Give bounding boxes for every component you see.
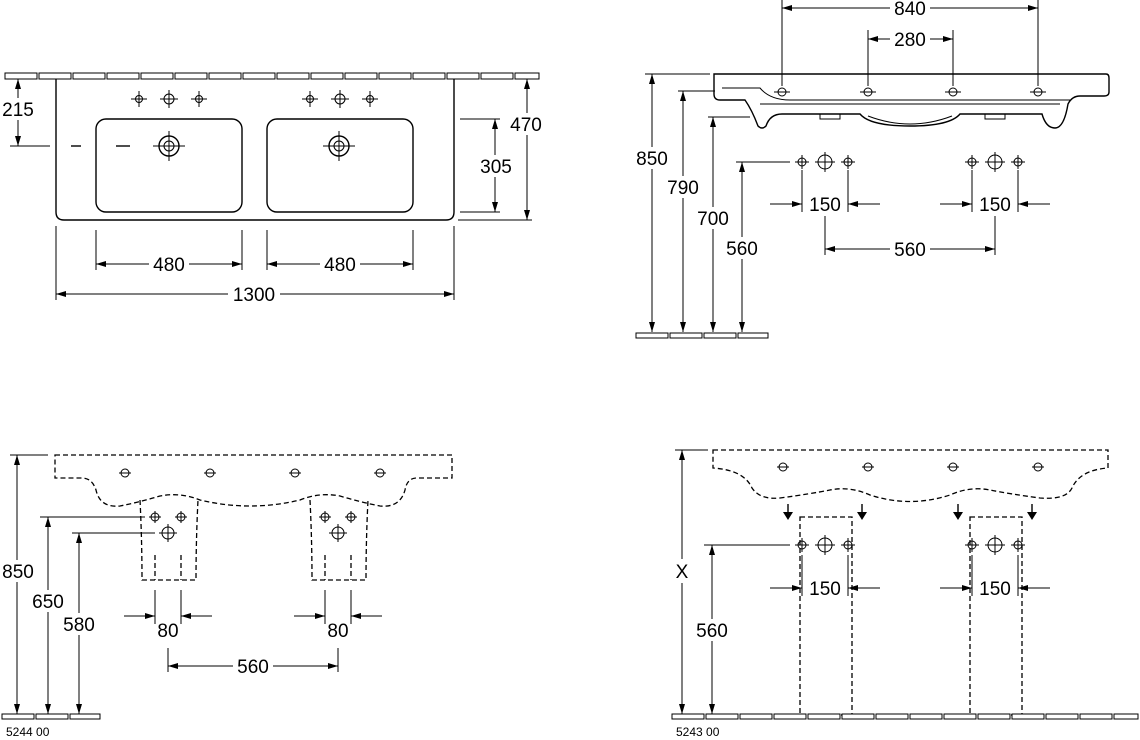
dim-150-side-right: 150 [979,195,1011,216]
dim-560-height: 560 [726,239,758,260]
side-view: 840 280 850 790 700 560 [633,0,1110,339]
connection-5243-right-icon [965,535,1025,555]
down-arrows [783,504,1037,520]
dim-150-5243-right: 150 [979,579,1011,600]
front-view-5244: 850 650 580 5244 00 80 80 [0,454,453,739]
dim-700: 700 [697,209,729,230]
product-code-5243: 5243 00 [676,725,720,739]
connection-left-icon [795,152,855,172]
dim-150-5243-left: 150 [809,579,841,600]
dim-650: 650 [32,592,64,613]
fitting-right-icon [319,511,357,542]
dim-280: 280 [894,30,926,51]
washbasin-outline [55,79,455,221]
dim-560-5244: 560 [237,657,269,678]
left-bowl [95,118,243,213]
dim-850-5244: 850 [2,562,34,583]
dim-850-side: 850 [636,149,668,170]
dim-480-left: 480 [153,255,185,276]
wall-tiles [4,72,540,80]
dim-x: X [676,562,689,583]
tap-holes-right-icon [302,90,378,108]
right-drain-icon [323,131,355,161]
tap-holes-left-icon [131,90,207,108]
washbasin-outline-dashed-5243 [712,449,1109,503]
floor-tiles-side [635,332,769,339]
dim-80-left: 80 [157,621,178,642]
side-tap-holes [774,87,1046,97]
washbasin-profile [713,73,1110,129]
dim-215: 215 [2,100,34,121]
dim-790: 790 [667,178,699,199]
dim-1300: 1300 [233,285,275,306]
dim-840: 840 [894,0,926,20]
dim-470: 470 [510,115,542,136]
connection-5243-left-icon [795,535,855,555]
left-drain-icon [153,131,185,161]
dim-480-right: 480 [324,255,356,276]
dim-560-5243: 560 [696,621,728,642]
left-pedestal-dashed [139,499,199,581]
product-code-5244: 5244 00 [6,725,50,739]
dim-150-side-left: 150 [809,195,841,216]
front-view-5243: X 560 150 150 [670,449,1139,739]
dim-560-spacing: 560 [894,240,926,261]
floor-tiles-5244 [1,713,101,720]
floor-tiles-5243 [671,713,1139,720]
top-view: 215 305 470 480 480 [0,72,545,306]
fitting-left-icon [149,511,187,542]
right-bowl [266,118,414,213]
dim-580: 580 [63,615,95,636]
front-tap-holes-5243 [777,462,1044,472]
front-tap-holes-5244 [119,468,386,478]
washbasin-outline-dashed [54,454,453,507]
connection-right-icon [965,152,1025,172]
dim-305: 305 [480,157,512,178]
dim-80-right: 80 [327,621,348,642]
right-pedestal-dashed [309,499,369,581]
